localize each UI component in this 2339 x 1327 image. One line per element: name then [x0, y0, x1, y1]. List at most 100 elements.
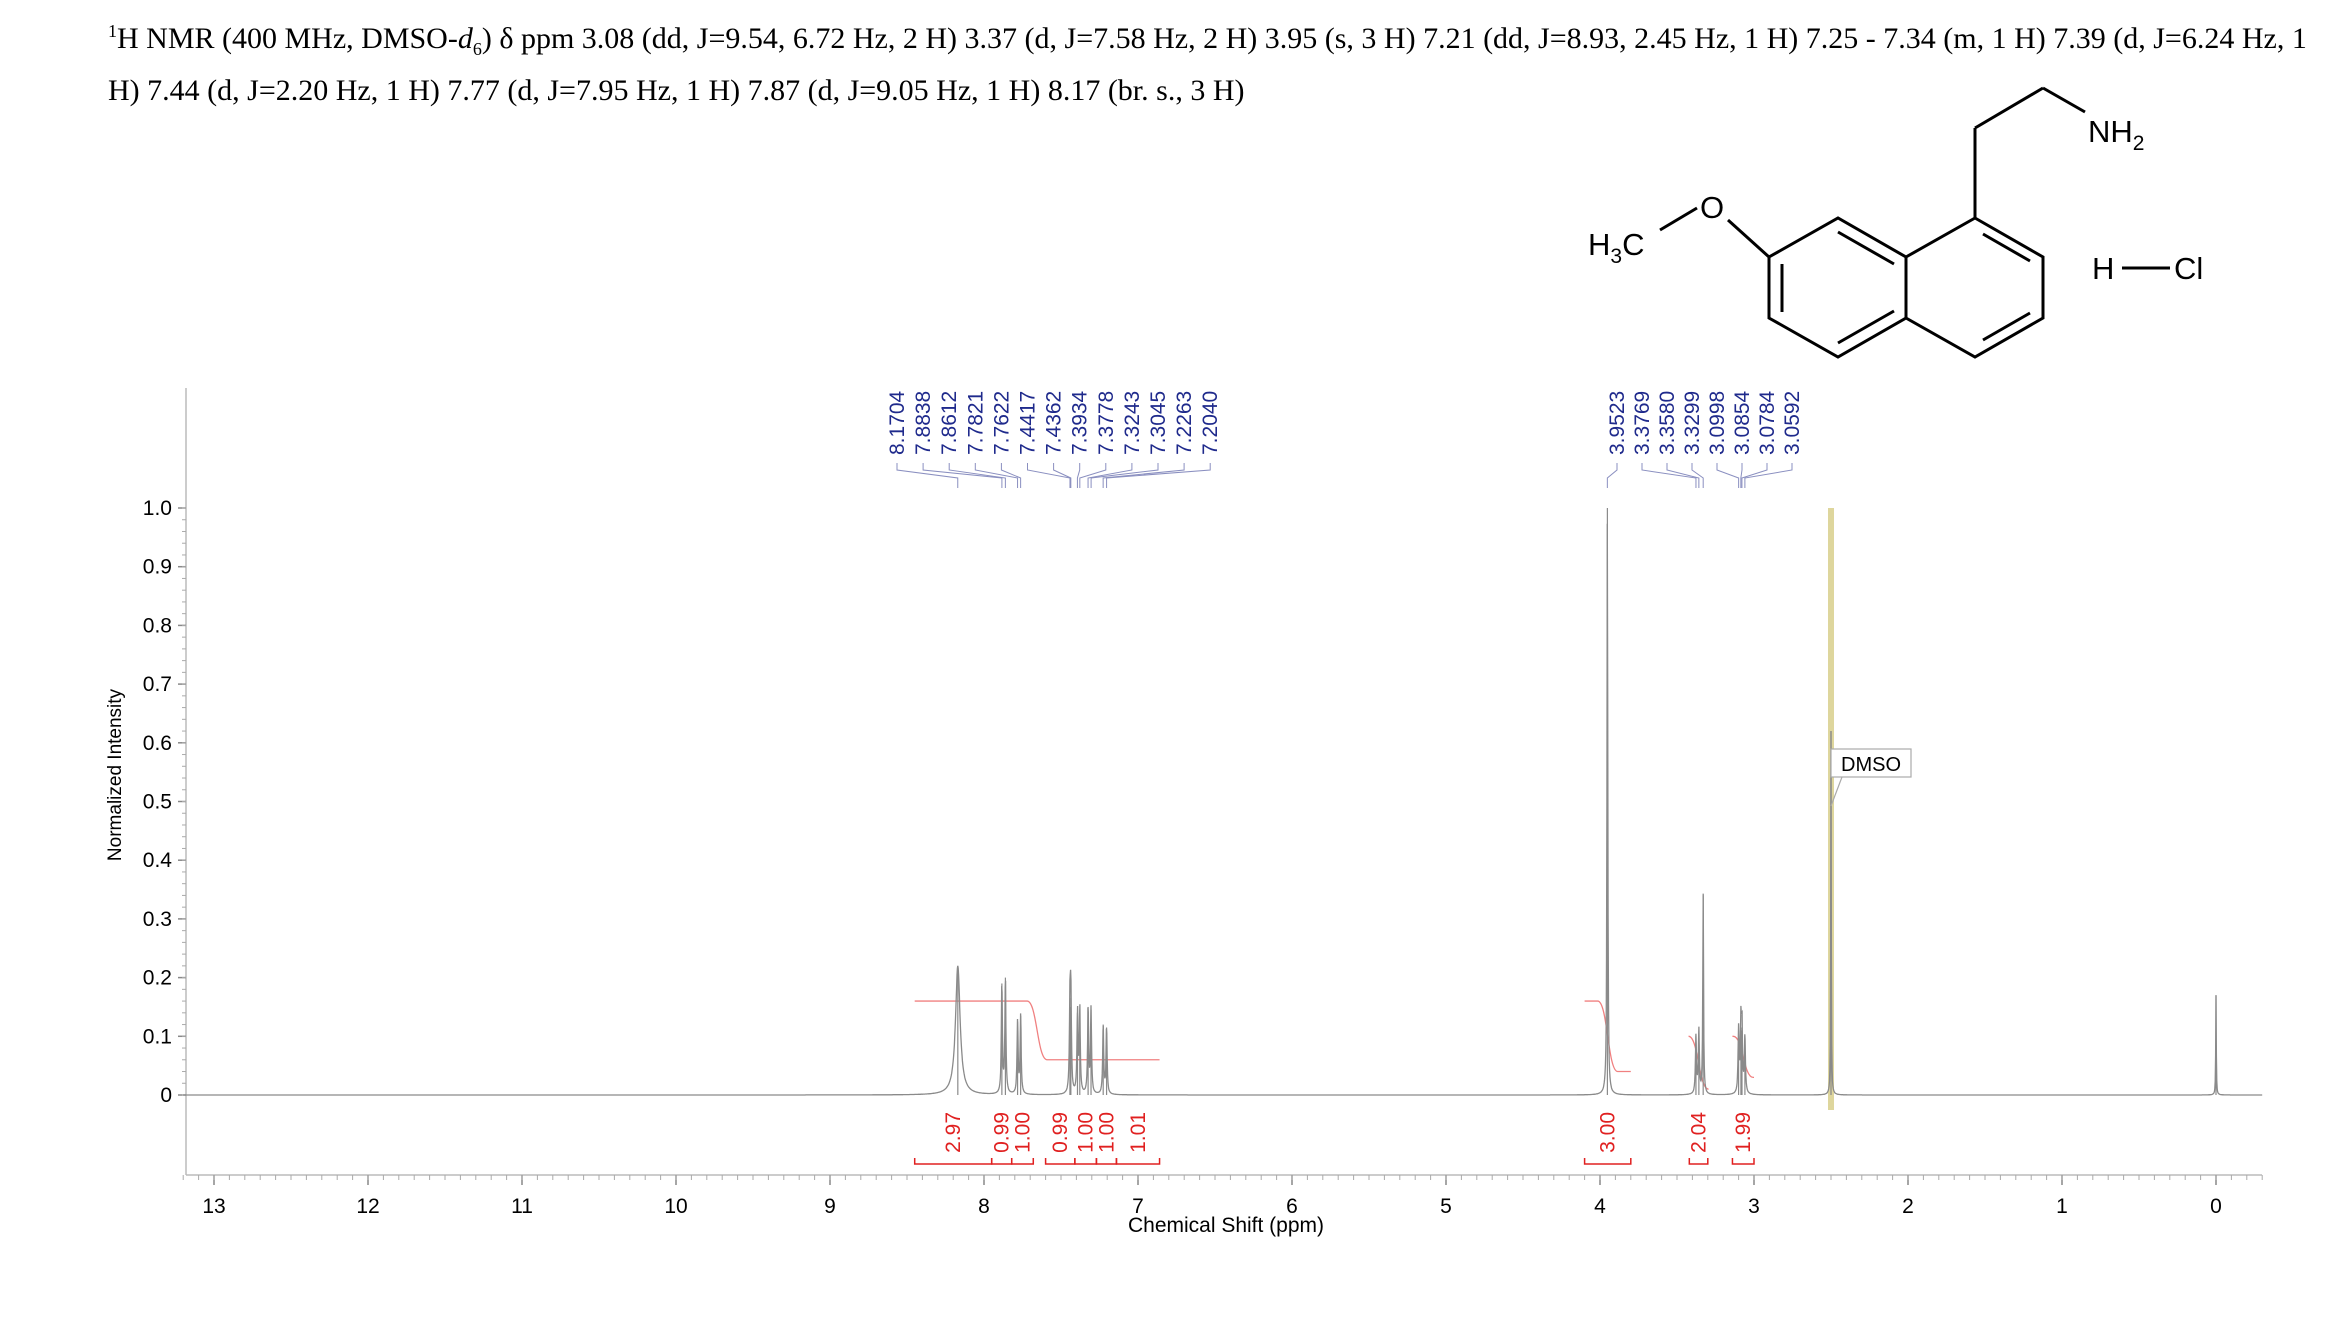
- ring-right-bond: [1904, 216, 2045, 359]
- integral-value: 0.99: [1049, 1112, 1072, 1153]
- integral-bracket: [1583, 1158, 1632, 1165]
- header-text-pre: H NMR (400 MHz, DMSO-: [117, 22, 458, 55]
- peak-label-leader: [948, 463, 1006, 488]
- y-tick-label: 0.2: [143, 967, 172, 990]
- integral-value: 2.04: [1688, 1112, 1711, 1153]
- hcl-cl-label: Cl: [2174, 251, 2203, 286]
- peak-label-leader: [922, 463, 1003, 488]
- x-tick-label: 11: [511, 1195, 533, 1218]
- header-subscript: 6: [472, 39, 482, 59]
- ring-left-double-3: [1837, 309, 1895, 345]
- x-tick-label: 1: [2056, 1195, 2068, 1218]
- solvent-callout-leader: [1830, 776, 1843, 807]
- header-superscript: 1: [108, 21, 117, 41]
- peak-label: 7.8612: [938, 391, 961, 455]
- x-tick-label: 2: [1902, 1195, 1914, 1218]
- peak-label-leader: [1741, 463, 1768, 488]
- peak-label-leader: [1102, 463, 1185, 488]
- x-tick-label: 3: [1748, 1195, 1760, 1218]
- y-tick-label: 0.8: [143, 614, 172, 637]
- integral-bracket: [1044, 1158, 1076, 1165]
- peak-label-leader: [896, 463, 959, 488]
- integral-bracket: [1010, 1158, 1035, 1165]
- chemical-structure: [1659, 86, 2170, 359]
- peak-label: 7.2263: [1173, 391, 1196, 455]
- x-tick-label: 6: [1286, 1195, 1298, 1218]
- peak-label-leader: [1716, 463, 1740, 488]
- x-tick-label: 13: [202, 1195, 225, 1218]
- integral-value: 0.99: [991, 1112, 1014, 1153]
- ring-left-double-1: [1837, 230, 1895, 266]
- structure-labels: O H3C NH2 H Cl: [1588, 114, 2203, 286]
- integral-value: 1.00: [1012, 1112, 1035, 1153]
- hcl-h-label: H: [2092, 251, 2114, 286]
- spectrum: [183, 508, 2263, 1096]
- peak-label: 8.1704: [886, 390, 909, 455]
- integral-bracket: [1095, 1158, 1118, 1165]
- integral-value: 1.00: [1075, 1112, 1098, 1153]
- peak-label: 3.0998: [1706, 391, 1729, 455]
- methyl-label: H3C: [1588, 227, 1644, 268]
- y-tick-label: 0.3: [143, 908, 172, 931]
- peak-label-leader: [1000, 463, 1022, 488]
- y-tick-label: 0: [160, 1084, 172, 1107]
- peak-label-leader: [1740, 463, 1743, 488]
- integral-value: 1.99: [1732, 1112, 1755, 1153]
- y-axis-label: Normalized Intensity: [105, 688, 126, 861]
- solvent-label: DMSO: [1841, 754, 1901, 776]
- peak-label: 7.8838: [912, 391, 935, 455]
- peak-label: 7.3778: [1095, 391, 1118, 455]
- y-tick-label: 1.0: [143, 497, 172, 520]
- peak-label: 3.3299: [1681, 391, 1704, 455]
- peak-label-leader: [1027, 463, 1071, 488]
- integral-value: 1.01: [1127, 1112, 1150, 1153]
- solvent-callout-box: [1830, 748, 1912, 778]
- peak-label: 3.0592: [1781, 391, 1804, 455]
- integral-bracket: [1688, 1158, 1709, 1165]
- peak-label: 7.4417: [1017, 391, 1040, 455]
- peak-label: 3.0784: [1756, 390, 1779, 455]
- x-tick-label: 4: [1594, 1195, 1606, 1218]
- peak-label-leader: [974, 463, 1019, 488]
- ring-left-bond: [1767, 216, 1907, 359]
- peak-label: 7.3045: [1147, 391, 1170, 455]
- ring-right-double-2: [1982, 311, 2031, 342]
- peak-label-leader: [1053, 463, 1072, 488]
- bond-c-o: [1726, 218, 1771, 259]
- peak-label-leader: [1666, 463, 1700, 488]
- x-tick-label: 9: [824, 1195, 836, 1218]
- y-tick-label: 0.5: [143, 791, 172, 814]
- spectrum-line: [183, 523, 2263, 1096]
- y-tick-label: 0.1: [143, 1025, 172, 1048]
- spectrum-description: 1H NMR (400 MHz, DMSO-d6) δ ppm 3.08 (dd…: [108, 10, 2308, 112]
- integral-value: 1.00: [1095, 1112, 1118, 1153]
- peak-label-leader: [1744, 463, 1793, 488]
- x-tick-label: 7: [1132, 1195, 1144, 1218]
- oxygen-label: O: [1700, 190, 1724, 225]
- peak-label-leader: [1076, 463, 1081, 488]
- peak-label-leader: [1079, 463, 1107, 488]
- integral-bracket: [1074, 1158, 1098, 1165]
- peak-label: 7.3934: [1069, 390, 1092, 455]
- x-tick-label: 5: [1440, 1195, 1452, 1218]
- peak-label-leader: [1090, 463, 1159, 488]
- x-tick-label: 8: [978, 1195, 990, 1218]
- peak-label: 7.2040: [1199, 391, 1222, 455]
- peak-label: 3.3580: [1656, 391, 1679, 455]
- integral-bracket: [990, 1158, 1013, 1165]
- peak-label: 7.4362: [1043, 391, 1066, 455]
- peak-label: 7.7622: [990, 391, 1013, 455]
- peak-label: 7.7821: [964, 391, 987, 455]
- integral-bracket: [913, 1158, 993, 1165]
- header-text-post: ) δ ppm 3.08 (dd, J=9.54, 6.72 Hz, 2 H) …: [108, 22, 2307, 107]
- peak-label: 3.3769: [1631, 391, 1654, 455]
- x-tick-label: 0: [2210, 1195, 2222, 1218]
- peak-label: 3.9523: [1606, 391, 1629, 455]
- x-tick-label: 10: [664, 1195, 687, 1218]
- integral-curve: [914, 1000, 1160, 1061]
- bond-o-ch3: [1659, 206, 1698, 232]
- integral-bracket: [1731, 1158, 1755, 1165]
